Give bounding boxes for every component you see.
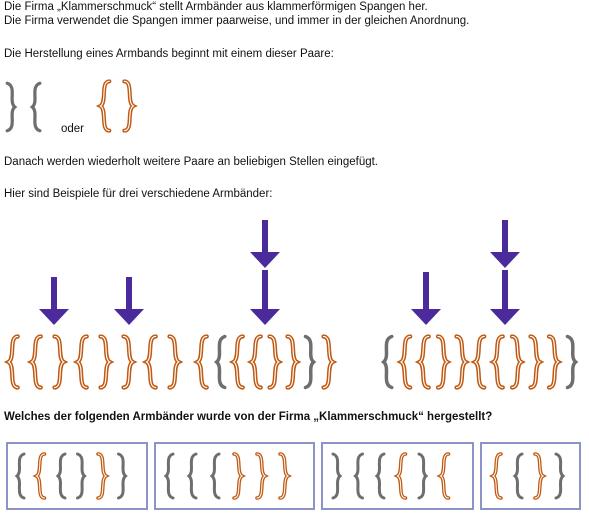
orange-close-brace-icon bbox=[533, 452, 548, 500]
gray-open-clasp-icon bbox=[374, 452, 386, 500]
gray-open-clasp-icon bbox=[29, 81, 42, 133]
gray-open-clasp-icon bbox=[512, 452, 524, 500]
gray-close-clasp-icon bbox=[303, 334, 317, 390]
orange-close-brace-icon bbox=[267, 334, 284, 390]
orange-close-brace-icon bbox=[435, 334, 452, 390]
insert-arrow-icon bbox=[490, 220, 520, 268]
gray-open-clasp-icon bbox=[55, 452, 67, 500]
orange-close-brace-icon bbox=[509, 334, 526, 390]
orange-open-brace-icon bbox=[141, 334, 158, 390]
gray-open-clasp-icon bbox=[163, 452, 175, 500]
gray-close-clasp-icon bbox=[117, 452, 128, 500]
orange-close-brace-icon bbox=[121, 334, 138, 390]
insert-arrow-icon bbox=[114, 277, 144, 325]
orange-close-brace-icon bbox=[167, 334, 184, 390]
orange-open-brace-icon bbox=[414, 334, 431, 390]
orange-close-brace-icon bbox=[52, 334, 69, 390]
gray-close-clasp-icon bbox=[76, 452, 87, 500]
intro-line-1: Die Firma „Klammerschmuck“ stellt Armbän… bbox=[4, 1, 428, 13]
insert-arrow-icon bbox=[490, 270, 520, 325]
orange-close-brace-icon bbox=[98, 334, 115, 390]
orange-open-brace-icon bbox=[26, 334, 43, 390]
oder-label: oder bbox=[61, 123, 85, 135]
orange-close-brace-icon bbox=[528, 334, 545, 390]
insert-arrow-icon bbox=[250, 220, 280, 268]
gray-close-clasp-icon bbox=[554, 452, 566, 500]
orange-open-brace-icon bbox=[72, 334, 89, 390]
orange-open-brace-icon bbox=[192, 334, 209, 390]
intro-line-2: Die Firma verwendet die Spangen immer pa… bbox=[4, 15, 470, 27]
orange-close-brace-icon bbox=[96, 452, 111, 500]
gray-open-clasp-icon bbox=[353, 452, 364, 500]
orange-open-brace-icon bbox=[488, 334, 505, 390]
orange-open-brace-icon bbox=[436, 452, 451, 500]
examples-text: Hier sind Beispiele für drei verschieden… bbox=[4, 188, 273, 200]
insert-arrow-icon bbox=[250, 270, 280, 325]
orange-open-brace-icon bbox=[396, 334, 413, 390]
orange-close-brace-icon bbox=[285, 334, 302, 390]
gray-open-clasp-icon bbox=[213, 334, 227, 390]
insert-arrow-icon bbox=[39, 277, 69, 325]
insert-arrow-icon bbox=[411, 272, 441, 325]
orange-open-brace-icon bbox=[488, 452, 503, 500]
orange-close-brace-icon bbox=[122, 79, 138, 133]
orange-open-brace-icon bbox=[95, 79, 112, 133]
gray-open-clasp-icon bbox=[14, 452, 26, 500]
gray-close-clasp-icon bbox=[565, 334, 579, 390]
orange-close-brace-icon bbox=[546, 334, 563, 390]
gray-open-clasp-icon bbox=[209, 452, 221, 500]
orange-open-brace-icon bbox=[246, 334, 263, 390]
gray-close-clasp-icon bbox=[5, 81, 18, 133]
start-text: Die Herstellung eines Armbands beginnt m… bbox=[4, 48, 334, 60]
orange-close-brace-icon bbox=[232, 452, 247, 500]
orange-open-brace-icon bbox=[228, 334, 245, 390]
orange-close-brace-icon bbox=[321, 334, 338, 390]
orange-open-brace-icon bbox=[3, 334, 20, 390]
gray-open-clasp-icon bbox=[186, 452, 198, 500]
orange-open-brace-icon bbox=[393, 452, 408, 500]
orange-close-brace-icon bbox=[454, 334, 471, 390]
orange-open-brace-icon bbox=[470, 334, 487, 390]
gray-close-clasp-icon bbox=[331, 452, 343, 500]
orange-open-brace-icon bbox=[32, 452, 47, 500]
question-text: Welches der folgenden Armbänder wurde vo… bbox=[4, 411, 493, 423]
gray-open-clasp-icon bbox=[380, 334, 394, 390]
gray-close-clasp-icon bbox=[417, 452, 429, 500]
insert-text: Danach werden wiederholt weitere Paare a… bbox=[4, 156, 378, 168]
orange-close-brace-icon bbox=[278, 452, 293, 500]
orange-close-brace-icon bbox=[255, 452, 270, 500]
